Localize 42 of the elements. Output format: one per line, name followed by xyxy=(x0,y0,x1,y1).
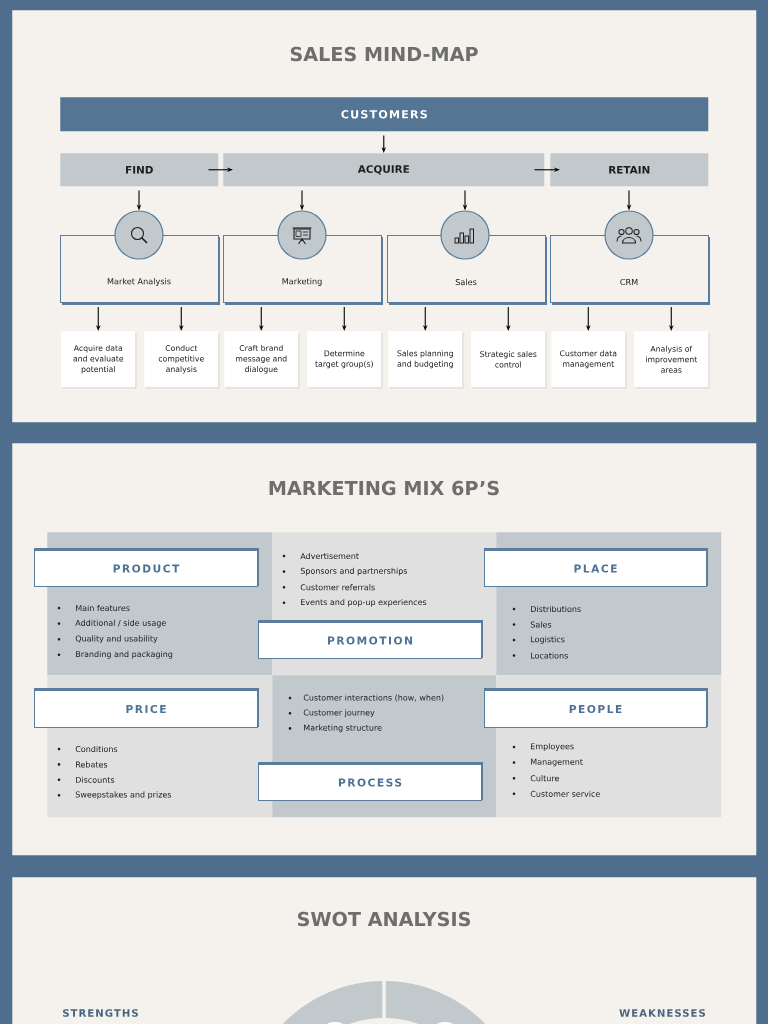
list-item: Branding and packaging xyxy=(76,650,173,659)
list-item: Logistics xyxy=(531,636,565,644)
list-item: Events and pop-up experiences xyxy=(301,598,427,607)
header-band: CUSTOMERS xyxy=(60,97,709,132)
quadrant-label: WEAKNESSES xyxy=(619,1009,705,1017)
list-item: Sponsors and partnerships xyxy=(300,567,408,576)
list-item: Advertisement xyxy=(300,552,359,560)
list-item: Customer service xyxy=(530,790,600,797)
list-item: Customer interactions (how, when) xyxy=(303,694,444,702)
list-item: Sales xyxy=(530,621,552,628)
title-box: PRODUCT xyxy=(34,548,259,587)
quadrant-label: STRENGTHS xyxy=(63,1009,138,1017)
stage-band: RETAIN xyxy=(550,153,709,187)
list-item: Distributions xyxy=(531,605,581,613)
title-box: PROCESS xyxy=(258,762,483,801)
list-item: Locations xyxy=(531,652,568,659)
process-box: Sales xyxy=(387,235,547,305)
section-title: SWOT ANALYSIS xyxy=(297,911,470,927)
process-box: Market Analysis xyxy=(60,235,220,305)
stage-band: FIND xyxy=(60,153,219,187)
section-title: SALES MIND-MAP xyxy=(290,46,478,62)
title-box: PROMOTION xyxy=(258,620,483,659)
stage-band: ACQUIRE xyxy=(223,153,545,187)
list-item: Culture xyxy=(530,775,559,782)
process-box: CRM xyxy=(550,235,710,305)
title-box: PEOPLE xyxy=(484,688,708,728)
list-item: Rebates xyxy=(76,761,108,768)
list-item: Quality and usability xyxy=(75,635,158,644)
list-item: Customer referrals xyxy=(300,584,375,591)
list-item: Employees xyxy=(531,743,574,751)
list-item: Discounts xyxy=(76,776,115,783)
list-item: Sweepstakes and prizes xyxy=(75,791,172,800)
title-box: PRICE xyxy=(34,688,259,728)
list-item: Customer journey xyxy=(303,709,375,718)
list-item: Additional / side usage xyxy=(75,619,166,628)
list-item: Marketing structure xyxy=(304,724,382,733)
section-title: MARKETING MIX 6P’S xyxy=(269,480,499,496)
process-box: Marketing xyxy=(223,235,383,305)
list-item: Conditions xyxy=(75,745,118,753)
list-item: Management xyxy=(531,758,583,767)
title-box: PLACE xyxy=(484,548,708,587)
list-item: Main features xyxy=(76,604,130,612)
